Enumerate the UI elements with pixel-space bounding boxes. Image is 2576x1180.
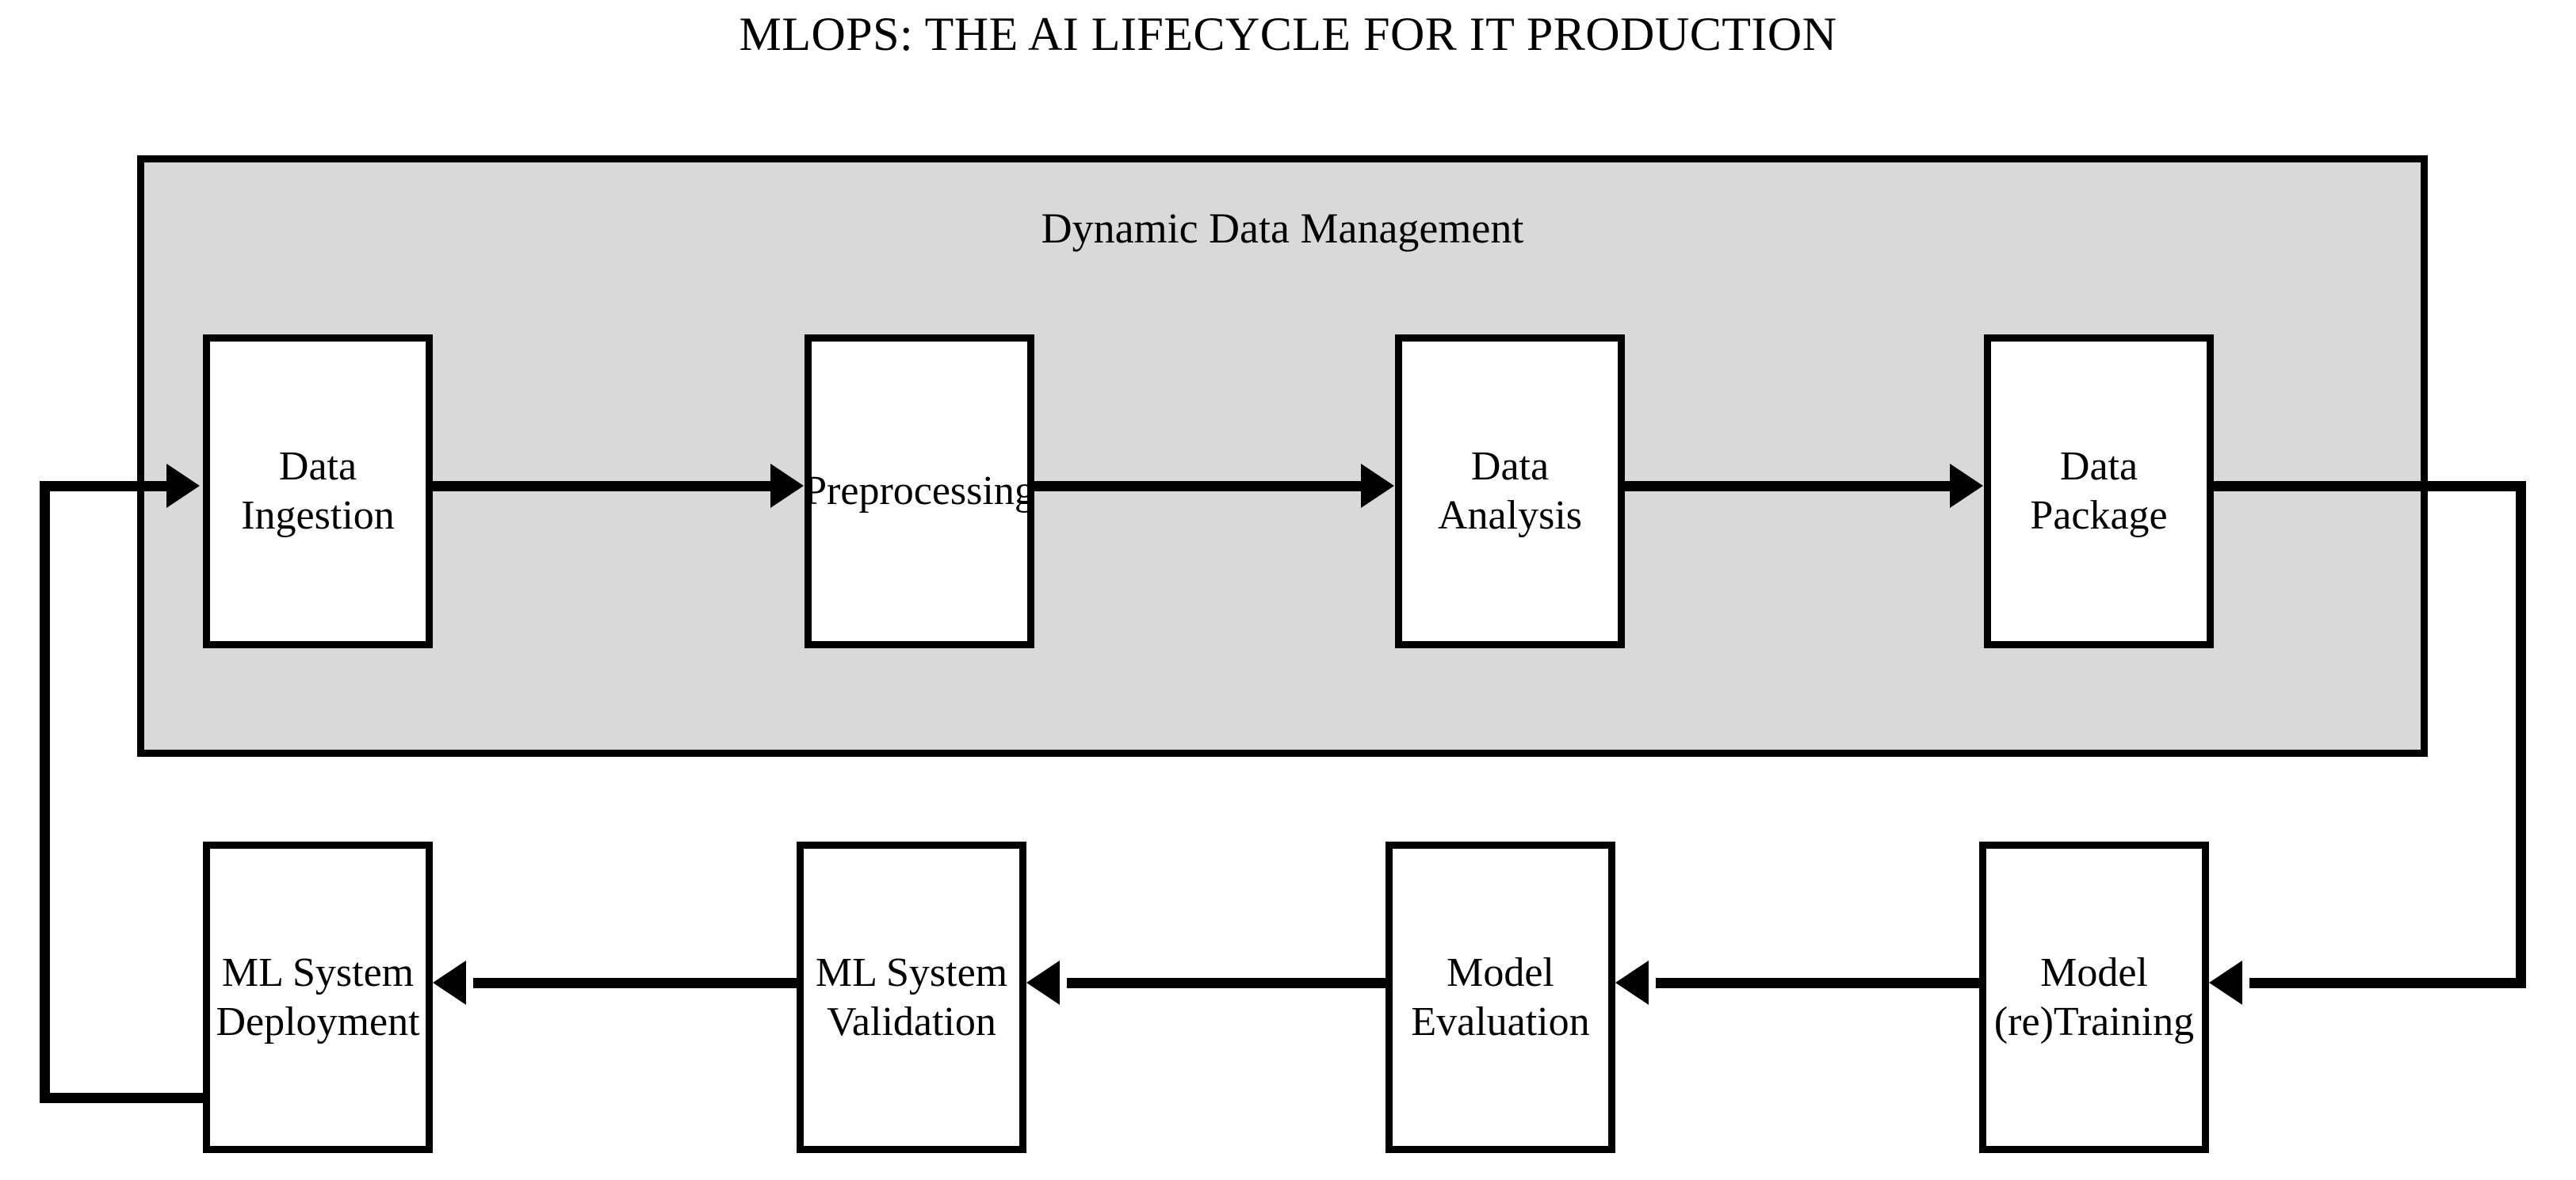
node-label-line2: Analysis: [1438, 493, 1582, 538]
node-label-line1: Preprocessing: [804, 468, 1035, 514]
edge-arrowhead-ingestion-to-preprocessing: [770, 464, 804, 508]
edge-line-package-down: [2516, 481, 2526, 988]
edge-line-retraining-to-evaluation: [1656, 978, 1979, 988]
node-label-line1: ML System: [221, 949, 415, 995]
edge-line-deployment-into-ingestion: [40, 481, 170, 491]
node-label-line2: Package: [2030, 493, 2168, 538]
node-label-line1: Model: [1447, 949, 1554, 995]
edge-line-validation-to-deployment: [473, 978, 797, 988]
edge-line-package-into-retraining: [2249, 978, 2526, 988]
node-label-line1: Model: [2040, 949, 2148, 995]
node-ml-system-validation[interactable]: ML System Validation: [797, 842, 1026, 1153]
node-label-line2: (re)Training: [1993, 999, 2195, 1044]
node-label-line1: ML System: [815, 949, 1008, 995]
node-data-analysis[interactable]: Data Analysis: [1395, 334, 1625, 648]
node-model-retraining[interactable]: Model (re)Training: [1979, 842, 2209, 1153]
node-label-line1: Data: [1470, 444, 1550, 489]
edge-line-ingestion-to-preprocessing: [433, 481, 774, 491]
node-label-line2: Ingestion: [241, 493, 395, 538]
edge-line-deployment-up: [40, 481, 50, 1103]
edge-line-deployment-left: [40, 1093, 203, 1103]
edge-arrowhead-retraining-to-evaluation: [1615, 960, 1649, 1005]
node-model-evaluation[interactable]: Model Evaluation: [1385, 842, 1615, 1153]
edge-arrowhead-into-retraining: [2209, 960, 2242, 1005]
node-label-line2: Deployment: [216, 999, 420, 1044]
page-title: MLOPS: THE AI LIFECYCLE FOR IT PRODUCTIO…: [739, 8, 1837, 60]
group-panel-label: Dynamic Data Management: [1041, 204, 1524, 252]
edge-line-package-right: [2214, 481, 2526, 491]
edge-line-analysis-to-package: [1625, 481, 1952, 491]
node-label-line2: Evaluation: [1411, 999, 1590, 1044]
node-data-ingestion[interactable]: Data Ingestion: [203, 334, 433, 648]
edge-arrowhead-preprocessing-to-analysis: [1361, 464, 1394, 508]
edge-arrowhead-validation-to-deployment: [433, 960, 466, 1005]
node-label-line1: Data: [278, 444, 357, 489]
edge-line-preprocessing-to-analysis: [1034, 481, 1363, 491]
edge-arrowhead-evaluation-to-validation: [1026, 960, 1060, 1005]
node-data-package[interactable]: Data Package: [1984, 334, 2214, 648]
node-label-line2: Validation: [827, 999, 996, 1044]
node-preprocessing[interactable]: Preprocessing: [804, 334, 1035, 648]
node-label-line1: Data: [2059, 444, 2138, 489]
node-ml-system-deployment[interactable]: ML System Deployment: [203, 842, 433, 1153]
edge-arrowhead-into-ingestion: [166, 464, 200, 508]
edge-line-evaluation-to-validation: [1067, 978, 1385, 988]
edge-arrowhead-analysis-to-package: [1950, 464, 1983, 508]
